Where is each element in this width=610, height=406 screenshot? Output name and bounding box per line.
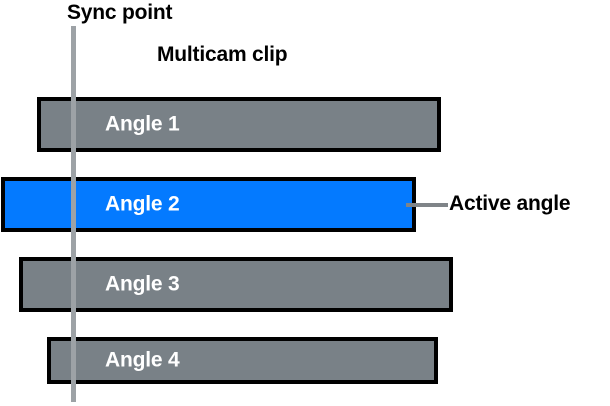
- angle-clip-2-active[interactable]: Angle 2: [1, 177, 416, 232]
- angle-clip-1[interactable]: Angle 1: [37, 97, 441, 152]
- sync-point-label: Sync point: [67, 1, 173, 24]
- active-angle-label: Active angle: [449, 192, 571, 215]
- multicam-clip-label: Multicam clip: [157, 43, 288, 66]
- angle-clip-4[interactable]: Angle 4: [47, 337, 438, 384]
- angle-clip-2-label: Angle 2: [105, 192, 180, 216]
- active-angle-leader-line: [406, 203, 448, 207]
- angle-clip-3[interactable]: Angle 3: [19, 257, 453, 312]
- sync-point-line[interactable]: [71, 26, 76, 402]
- angle-clip-1-label: Angle 1: [105, 112, 180, 136]
- angle-clip-3-label: Angle 3: [105, 272, 180, 296]
- angle-clip-4-label: Angle 4: [105, 348, 180, 372]
